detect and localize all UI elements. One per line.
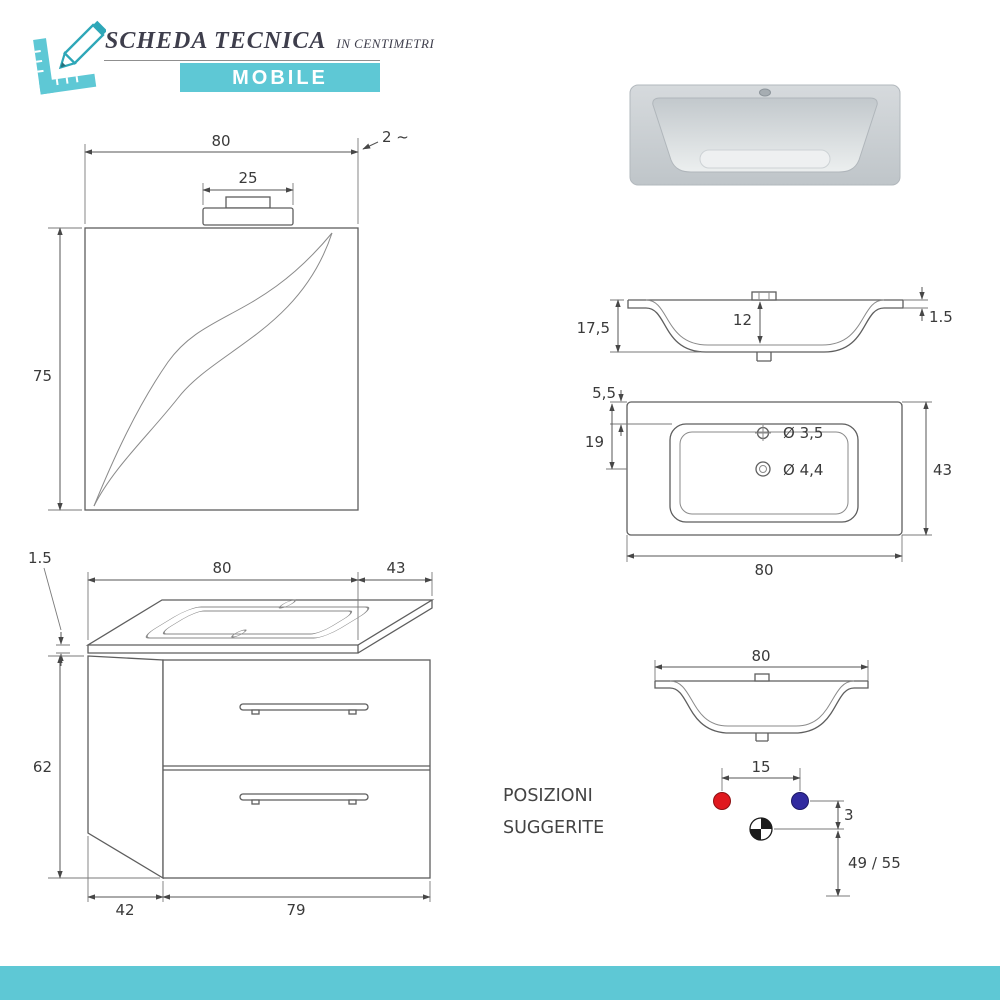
dim-positions-width: 80: [751, 647, 770, 665]
overflow-hole: [231, 629, 247, 638]
dim-bowl-depth: 12: [733, 311, 752, 329]
title-divider: [104, 60, 380, 61]
dim-rim-thickness: 1.5: [929, 308, 953, 326]
faucet-hole: [759, 88, 771, 97]
dim-overflow-offset: 19: [585, 433, 604, 451]
sheet-title: SCHEDA TECNICA: [105, 28, 327, 54]
faucet-boss: [754, 673, 770, 682]
faucet-hole: [278, 599, 297, 609]
dim-rim-inset: 5,5: [592, 384, 616, 402]
dim-plan-depth: 43: [933, 461, 952, 479]
dim-vanity-width: 80: [212, 559, 231, 577]
dim-lamp-width: 25: [238, 169, 257, 187]
sheet-subtitle: IN CENTIMETRI: [336, 36, 435, 51]
dim-mirror-depth: 2 ~: [382, 128, 409, 146]
product-type-badge: MOBILE: [180, 63, 380, 92]
dim-cabinet-height: 62: [33, 758, 52, 776]
dim-tap-spacing: 15: [751, 758, 770, 776]
drain-outlet: [755, 733, 769, 742]
cabinet-side: [87, 655, 164, 880]
dim-base-width: 79: [286, 901, 305, 919]
basin-plan-drawing: Ø 3,5 Ø 4,4 5,5 19 43 80: [585, 384, 952, 579]
basin-section-drawing: 17,5 12 1.5: [577, 287, 953, 362]
dim-mirror-height: 75: [33, 367, 52, 385]
mirror-drawing: 80 2 ~ 25 75: [33, 128, 409, 511]
cabinet-front: [162, 659, 431, 879]
dim-drain-offset: 3: [844, 806, 854, 824]
dim-plan-width: 80: [754, 561, 773, 579]
positions-label-line1: POSIZIONI: [503, 786, 593, 806]
dim-base-depth: 42: [115, 901, 134, 919]
header: SCHEDA TECNICA IN CENTIMETRI MOBILE: [0, 0, 1000, 100]
dim-section-height: 17,5: [577, 319, 610, 337]
drawer-handle: [239, 793, 369, 805]
drain-outlet: [756, 352, 772, 362]
drain-checker-symbol: [749, 817, 773, 841]
ruler-shape: [33, 38, 97, 95]
footer-bar: [0, 966, 1000, 1000]
basin-render: [629, 84, 901, 186]
vanity-basin: [145, 599, 370, 639]
dim-drain-height: 49 / 55: [848, 854, 901, 872]
mirror-glass: [84, 227, 359, 511]
overflow-hole: [755, 461, 771, 477]
pencil-ruler-icon: [33, 20, 106, 95]
dim-faucet-hole: Ø 3,5: [783, 424, 823, 442]
cold-water-dot: [791, 792, 809, 810]
drawer-handle: [239, 703, 369, 715]
drawer-gap: [163, 765, 430, 771]
positions-label-line2: SUGGERITE: [503, 818, 604, 838]
dim-vanity-depth: 43: [386, 559, 405, 577]
mirror-lamp-mount: [225, 196, 271, 209]
dim-mirror-width: 80: [211, 132, 230, 150]
faucet-boss: [751, 291, 777, 301]
dim-top-edge: 1.5: [28, 549, 52, 567]
dim-overflow-hole: Ø 4,4: [783, 461, 823, 479]
mirror-wave-decor: [93, 232, 333, 507]
connections-drawing: POSIZIONI SUGGERITE 80 15: [503, 647, 901, 897]
pencil-shape: [58, 20, 106, 70]
hot-water-dot: [713, 792, 731, 810]
vanity-drawing: 80 43 1.5 62 42 79: [28, 549, 435, 919]
mirror-lamp: [202, 207, 294, 226]
